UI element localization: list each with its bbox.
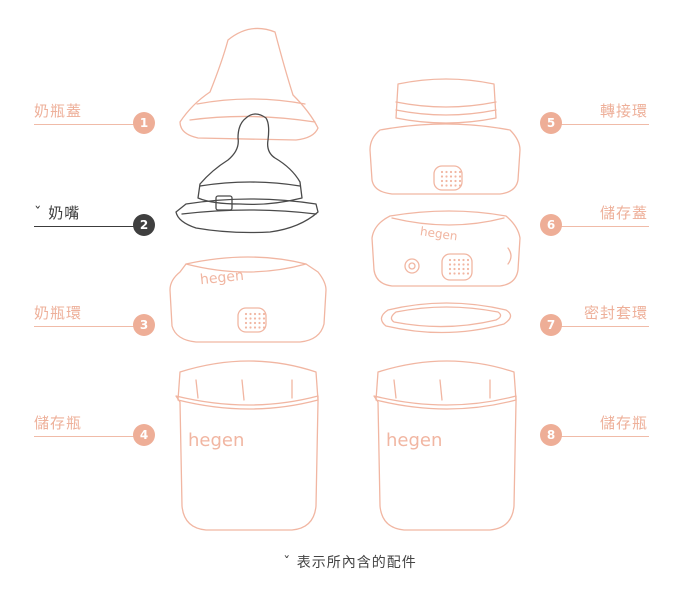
vent-dot [467, 268, 469, 270]
label-teat-text: 奶嘴 [48, 204, 80, 222]
vent-dot [245, 313, 247, 315]
teat-illustration [176, 114, 318, 233]
leader-line-1 [34, 124, 144, 125]
vent-dot [258, 326, 260, 328]
vent-dot [441, 171, 443, 173]
adapter-ring-illustration [370, 79, 520, 194]
vent-dot [450, 184, 452, 186]
vent-dot [254, 322, 256, 324]
vent-dot [249, 317, 251, 319]
vent-dot [462, 268, 464, 270]
vent-dot [462, 272, 464, 274]
vent-dot [450, 171, 452, 173]
vent-dot [254, 313, 256, 315]
badge-4: 4 [133, 424, 155, 446]
badge-2: 2 [133, 214, 155, 236]
vent-dot [449, 268, 451, 270]
badge-3: 3 [133, 314, 155, 336]
vent-dot [263, 326, 265, 328]
badge-6: 6 [540, 214, 562, 236]
badge-8: 8 [540, 424, 562, 446]
vent-dot [462, 259, 464, 261]
bottle-cap-illustration [180, 28, 318, 140]
vent-dot [467, 272, 469, 274]
vent-dot [454, 180, 456, 182]
storage-lid-illustration [372, 211, 520, 286]
badge-1: 1 [133, 112, 155, 134]
wordmark-lid: hegen [419, 224, 458, 243]
vent-dot [441, 180, 443, 182]
vent-dot [453, 268, 455, 270]
vent-dot [263, 317, 265, 319]
vent-dot [458, 268, 460, 270]
vent-dot [449, 259, 451, 261]
vent-dot [445, 184, 447, 186]
vent-dot [258, 313, 260, 315]
vent-dot [454, 175, 456, 177]
label-storage-bottle-left: 儲存瓶 [34, 412, 82, 433]
label-storage-bottle-right: 儲存瓶 [600, 412, 648, 433]
leader-line-4 [34, 436, 144, 437]
wordmark-collar: hegen [199, 268, 244, 288]
vent-dot [445, 175, 447, 177]
vent-dot [450, 175, 452, 177]
vent-dot [441, 184, 443, 186]
vent-dot [254, 326, 256, 328]
label-adapter-ring: 轉接環 [600, 100, 648, 121]
vent-dot [459, 175, 461, 177]
vent-dot [263, 322, 265, 324]
vent-dot [254, 317, 256, 319]
vent-dot [462, 263, 464, 265]
label-bottle-cap: 奶瓶蓋 [34, 100, 82, 121]
vent-dot [258, 322, 260, 324]
included-mark: ˇ [34, 204, 43, 222]
vent-dot [249, 313, 251, 315]
vent-dot [454, 171, 456, 173]
vent-dot [458, 259, 460, 261]
vent-dot [263, 313, 265, 315]
badge-5: 5 [540, 112, 562, 134]
badge-7: 7 [540, 314, 562, 336]
wordmark-bottle-right: hegen [386, 430, 442, 451]
vent-dot [467, 263, 469, 265]
leader-line-3 [34, 326, 144, 327]
vent-dot [449, 272, 451, 274]
wordmark-bottle-left: hegen [188, 430, 244, 451]
seal-ring-illustration [381, 303, 510, 333]
vent-dot [458, 263, 460, 265]
vent-dot [459, 184, 461, 186]
vent-dot [459, 171, 461, 173]
vent-dot [467, 259, 469, 261]
label-bottle-collar: 奶瓶環 [34, 302, 82, 323]
label-seal-ring: 密封套環 [584, 302, 648, 323]
vent-dot [459, 180, 461, 182]
vent-dot [450, 180, 452, 182]
vent-dot [445, 180, 447, 182]
vent-dot [449, 263, 451, 265]
vent-dot [458, 272, 460, 274]
leader-line-2 [34, 226, 144, 227]
vent-dot [249, 322, 251, 324]
label-teat: ˇ 奶嘴 [34, 202, 80, 223]
vent-dot [249, 326, 251, 328]
vent-dot [258, 317, 260, 319]
label-storage-lid: 儲存蓋 [600, 202, 648, 223]
footnote: ˇ 表示所內含的配件 [0, 552, 700, 572]
vent-dot [454, 184, 456, 186]
vent-dot [441, 175, 443, 177]
vent-dot [453, 263, 455, 265]
vent-dot [245, 322, 247, 324]
vent-dot [245, 326, 247, 328]
vent-dot [245, 317, 247, 319]
vent-dot [453, 259, 455, 261]
vent-dot [445, 171, 447, 173]
vent-dot [453, 272, 455, 274]
bottle-collar-illustration [170, 257, 326, 342]
